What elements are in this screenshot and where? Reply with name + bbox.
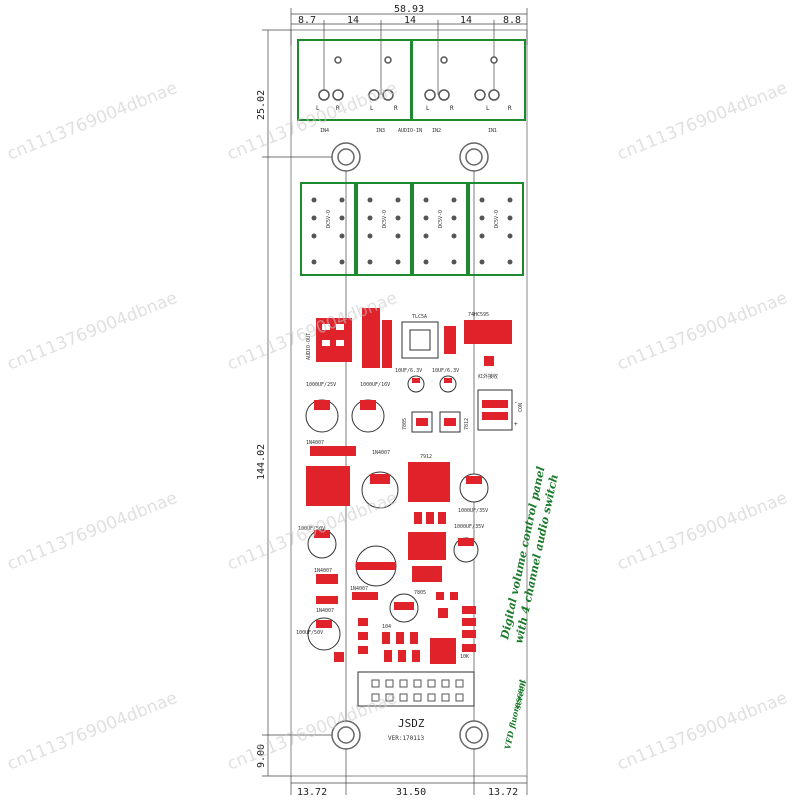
cap-label-9: 100UF/50V	[296, 630, 323, 636]
cap-label-6: 1000UF/35V	[458, 508, 488, 514]
dim-left-lower: 9.00	[256, 744, 267, 768]
component-area: AUDIO-OUT TLC5A 74HC595 10UF/6.3V 10UF/6…	[296, 308, 524, 707]
conn-label-r4: R	[508, 105, 512, 112]
dim-bottom-left: 13.72	[297, 787, 327, 798]
dim-left-upper: 25.02	[256, 90, 267, 120]
watermark: cn1113769004dbnae	[614, 78, 790, 165]
con-plus: +	[514, 421, 518, 428]
rca-jack	[438, 89, 450, 101]
diode-label-3: 1N4007	[314, 568, 332, 574]
dim-top-seg-3: 14	[404, 15, 416, 26]
cap-label-4: 10UF/6.3V	[395, 368, 422, 374]
diode-label-4: 1N4007	[316, 608, 334, 614]
misc-label-1: 10K	[460, 654, 469, 660]
conn-caption-in3: IN3	[376, 128, 385, 134]
relay-2-label: DC5V-O	[382, 210, 388, 228]
connector-housing-right	[411, 39, 526, 121]
rca-jack	[332, 89, 344, 101]
watermark: cn1113769004dbnae	[614, 488, 790, 575]
mounting-holes	[331, 142, 489, 750]
rca-pin	[440, 56, 448, 64]
conn-caption-audio-in: AUDIO-IN	[398, 128, 422, 134]
power-regulator	[408, 462, 450, 502]
rca-jack	[318, 89, 330, 101]
conn-caption-in1: IN1	[488, 128, 497, 134]
dip-chip	[401, 321, 439, 359]
watermark: cn1113769004dbnae	[4, 688, 180, 775]
reg-label-1: 7805	[402, 418, 408, 430]
audio-out-label: AUDIO-OUT	[306, 333, 312, 360]
cap-array	[382, 320, 392, 368]
diode-label-2: 1N4007	[372, 450, 390, 456]
conn-label-r1: R	[336, 105, 340, 112]
conn-label-l3: L	[426, 105, 430, 112]
rca-jack	[382, 89, 394, 101]
dim-top-seg-2: 14	[347, 15, 359, 26]
vfd-pin-header	[357, 671, 475, 707]
rca-pin	[490, 56, 498, 64]
conn-caption-in4: IN4	[320, 128, 329, 134]
relay-1	[300, 182, 356, 276]
cap-label-1: 1000UF/25V	[306, 382, 336, 388]
watermark: cn1113769004dbnae	[4, 78, 180, 165]
rca-jack	[424, 89, 436, 101]
dim-top-seg-1: 8.7	[298, 15, 316, 26]
relay-4-label: DC5V-O	[494, 210, 500, 228]
cap-label-5: 10UF/6.3V	[432, 368, 459, 374]
resistor-array	[362, 308, 380, 368]
dim-top-seg-4: 14	[460, 15, 472, 26]
relay-3	[412, 182, 468, 276]
diode-label-1: 1N4007	[306, 440, 324, 446]
shift-register	[464, 320, 512, 344]
diode-label-5: 1N4007	[350, 586, 368, 592]
watermark: cn1113769004dbnae	[614, 688, 790, 775]
cap-label-7: 100UF/50V	[298, 526, 325, 532]
rca-jack	[368, 89, 380, 101]
reg-label-4: 7805	[414, 590, 426, 596]
dim-top-seg-5: 8.8	[503, 15, 521, 26]
rca-pin	[384, 56, 392, 64]
chip-mid-label: TLC5A	[412, 314, 427, 320]
relay-1-label: DC5V-O	[326, 210, 332, 228]
rca-jack	[474, 89, 486, 101]
relay-2	[356, 182, 412, 276]
rca-jack	[488, 89, 500, 101]
dim-bottom-middle: 31.50	[396, 787, 426, 798]
con-label: CON	[518, 403, 524, 412]
conn-label-r2: R	[394, 105, 398, 112]
ir-label: 红外接收	[478, 373, 498, 380]
misc-label-2: 104	[382, 624, 391, 630]
cap-label-2: 1000UF/16V	[360, 382, 390, 388]
rca-pin	[334, 56, 342, 64]
relay-3-label: DC5V-O	[438, 210, 444, 228]
watermark: cn1113769004dbnae	[4, 488, 180, 575]
brand-label: JSDZ	[398, 717, 425, 730]
relay-row	[300, 182, 524, 276]
con-minus: -	[514, 399, 518, 406]
relay-4	[468, 182, 524, 276]
dim-top-overall: 58.93	[394, 4, 424, 15]
conn-label-l2: L	[370, 105, 374, 112]
bridge-rectifier	[306, 466, 350, 506]
watermark: cn1113769004dbnae	[614, 288, 790, 375]
conn-label-l1: L	[316, 105, 320, 112]
conn-label-l4: L	[486, 105, 490, 112]
conn-caption-in2: IN2	[432, 128, 441, 134]
dim-left-middle: 144.02	[256, 444, 267, 480]
top-dimensions	[290, 8, 528, 95]
rca-connector-block: L R L R L R L R IN4 IN3 AUDIO-IN IN2 IN1	[297, 39, 526, 134]
reg-label-2: 7812	[464, 418, 470, 430]
version-label: VER:170113	[388, 735, 425, 742]
conn-label-r3: R	[450, 105, 454, 112]
chip-top-label: 74HC595	[468, 312, 489, 318]
cap-label-8: 1000UF/35V	[454, 524, 484, 530]
reg-label-3: 7912	[420, 454, 432, 460]
watermark: cn1113769004dbnae	[4, 288, 180, 375]
dim-bottom-right: 13.72	[488, 787, 518, 798]
